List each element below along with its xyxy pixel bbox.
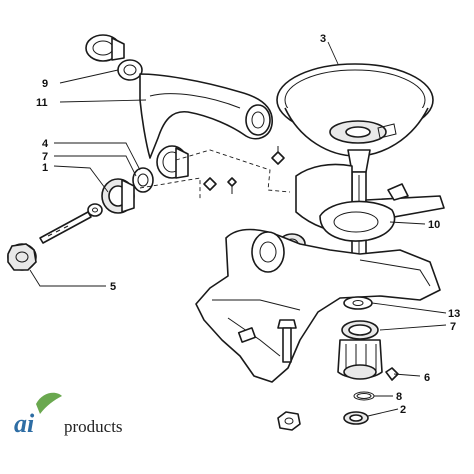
snap-ring-8	[353, 391, 375, 401]
washer	[87, 203, 103, 217]
bearing-7-lower	[341, 320, 379, 340]
bearing-cone-1	[101, 178, 135, 214]
callout-11: 11	[36, 97, 48, 109]
callout-10: 10	[428, 219, 440, 231]
bolt	[39, 211, 92, 244]
logo-mark: ai	[14, 409, 35, 438]
lock-nut-5	[7, 243, 37, 271]
grease-fitting-c	[227, 177, 237, 194]
centerline-upper	[175, 149, 291, 193]
logo-wordmark: products	[64, 417, 123, 436]
seal-ring-4	[132, 167, 154, 193]
bearing-housing-6	[337, 339, 383, 380]
grease-fitting-b	[203, 177, 217, 191]
main-frame	[195, 228, 441, 383]
callout-7-lower: 7	[450, 321, 456, 333]
ai-products-logo: ai products	[14, 392, 123, 438]
callout-7-upper: 7	[42, 151, 48, 163]
callout-5: 5	[110, 281, 116, 293]
washer-13	[343, 296, 373, 310]
callout-6: 6	[424, 372, 430, 384]
callout-2: 2	[400, 404, 406, 416]
seal-2	[343, 411, 369, 425]
callout-8: 8	[396, 391, 402, 403]
spindle-assembly-10	[295, 149, 445, 293]
frame-bolt	[277, 319, 297, 363]
callout-3: 3	[320, 33, 326, 45]
race-ring-9	[117, 59, 143, 81]
leader-lines	[29, 41, 447, 417]
callout-9: 9	[42, 78, 48, 90]
grease-fitting-a	[271, 146, 285, 165]
callout-1: 1	[42, 162, 48, 174]
bottom-nut	[277, 411, 301, 431]
callout-4: 4	[42, 138, 49, 150]
fan-pan-3	[276, 63, 434, 157]
callout-13: 13	[448, 308, 460, 320]
upper-bearing	[85, 34, 125, 62]
upper-control-arm	[139, 73, 273, 159]
logo-leaf-icon	[36, 392, 62, 414]
arm-bushing-sleeve	[156, 145, 189, 179]
